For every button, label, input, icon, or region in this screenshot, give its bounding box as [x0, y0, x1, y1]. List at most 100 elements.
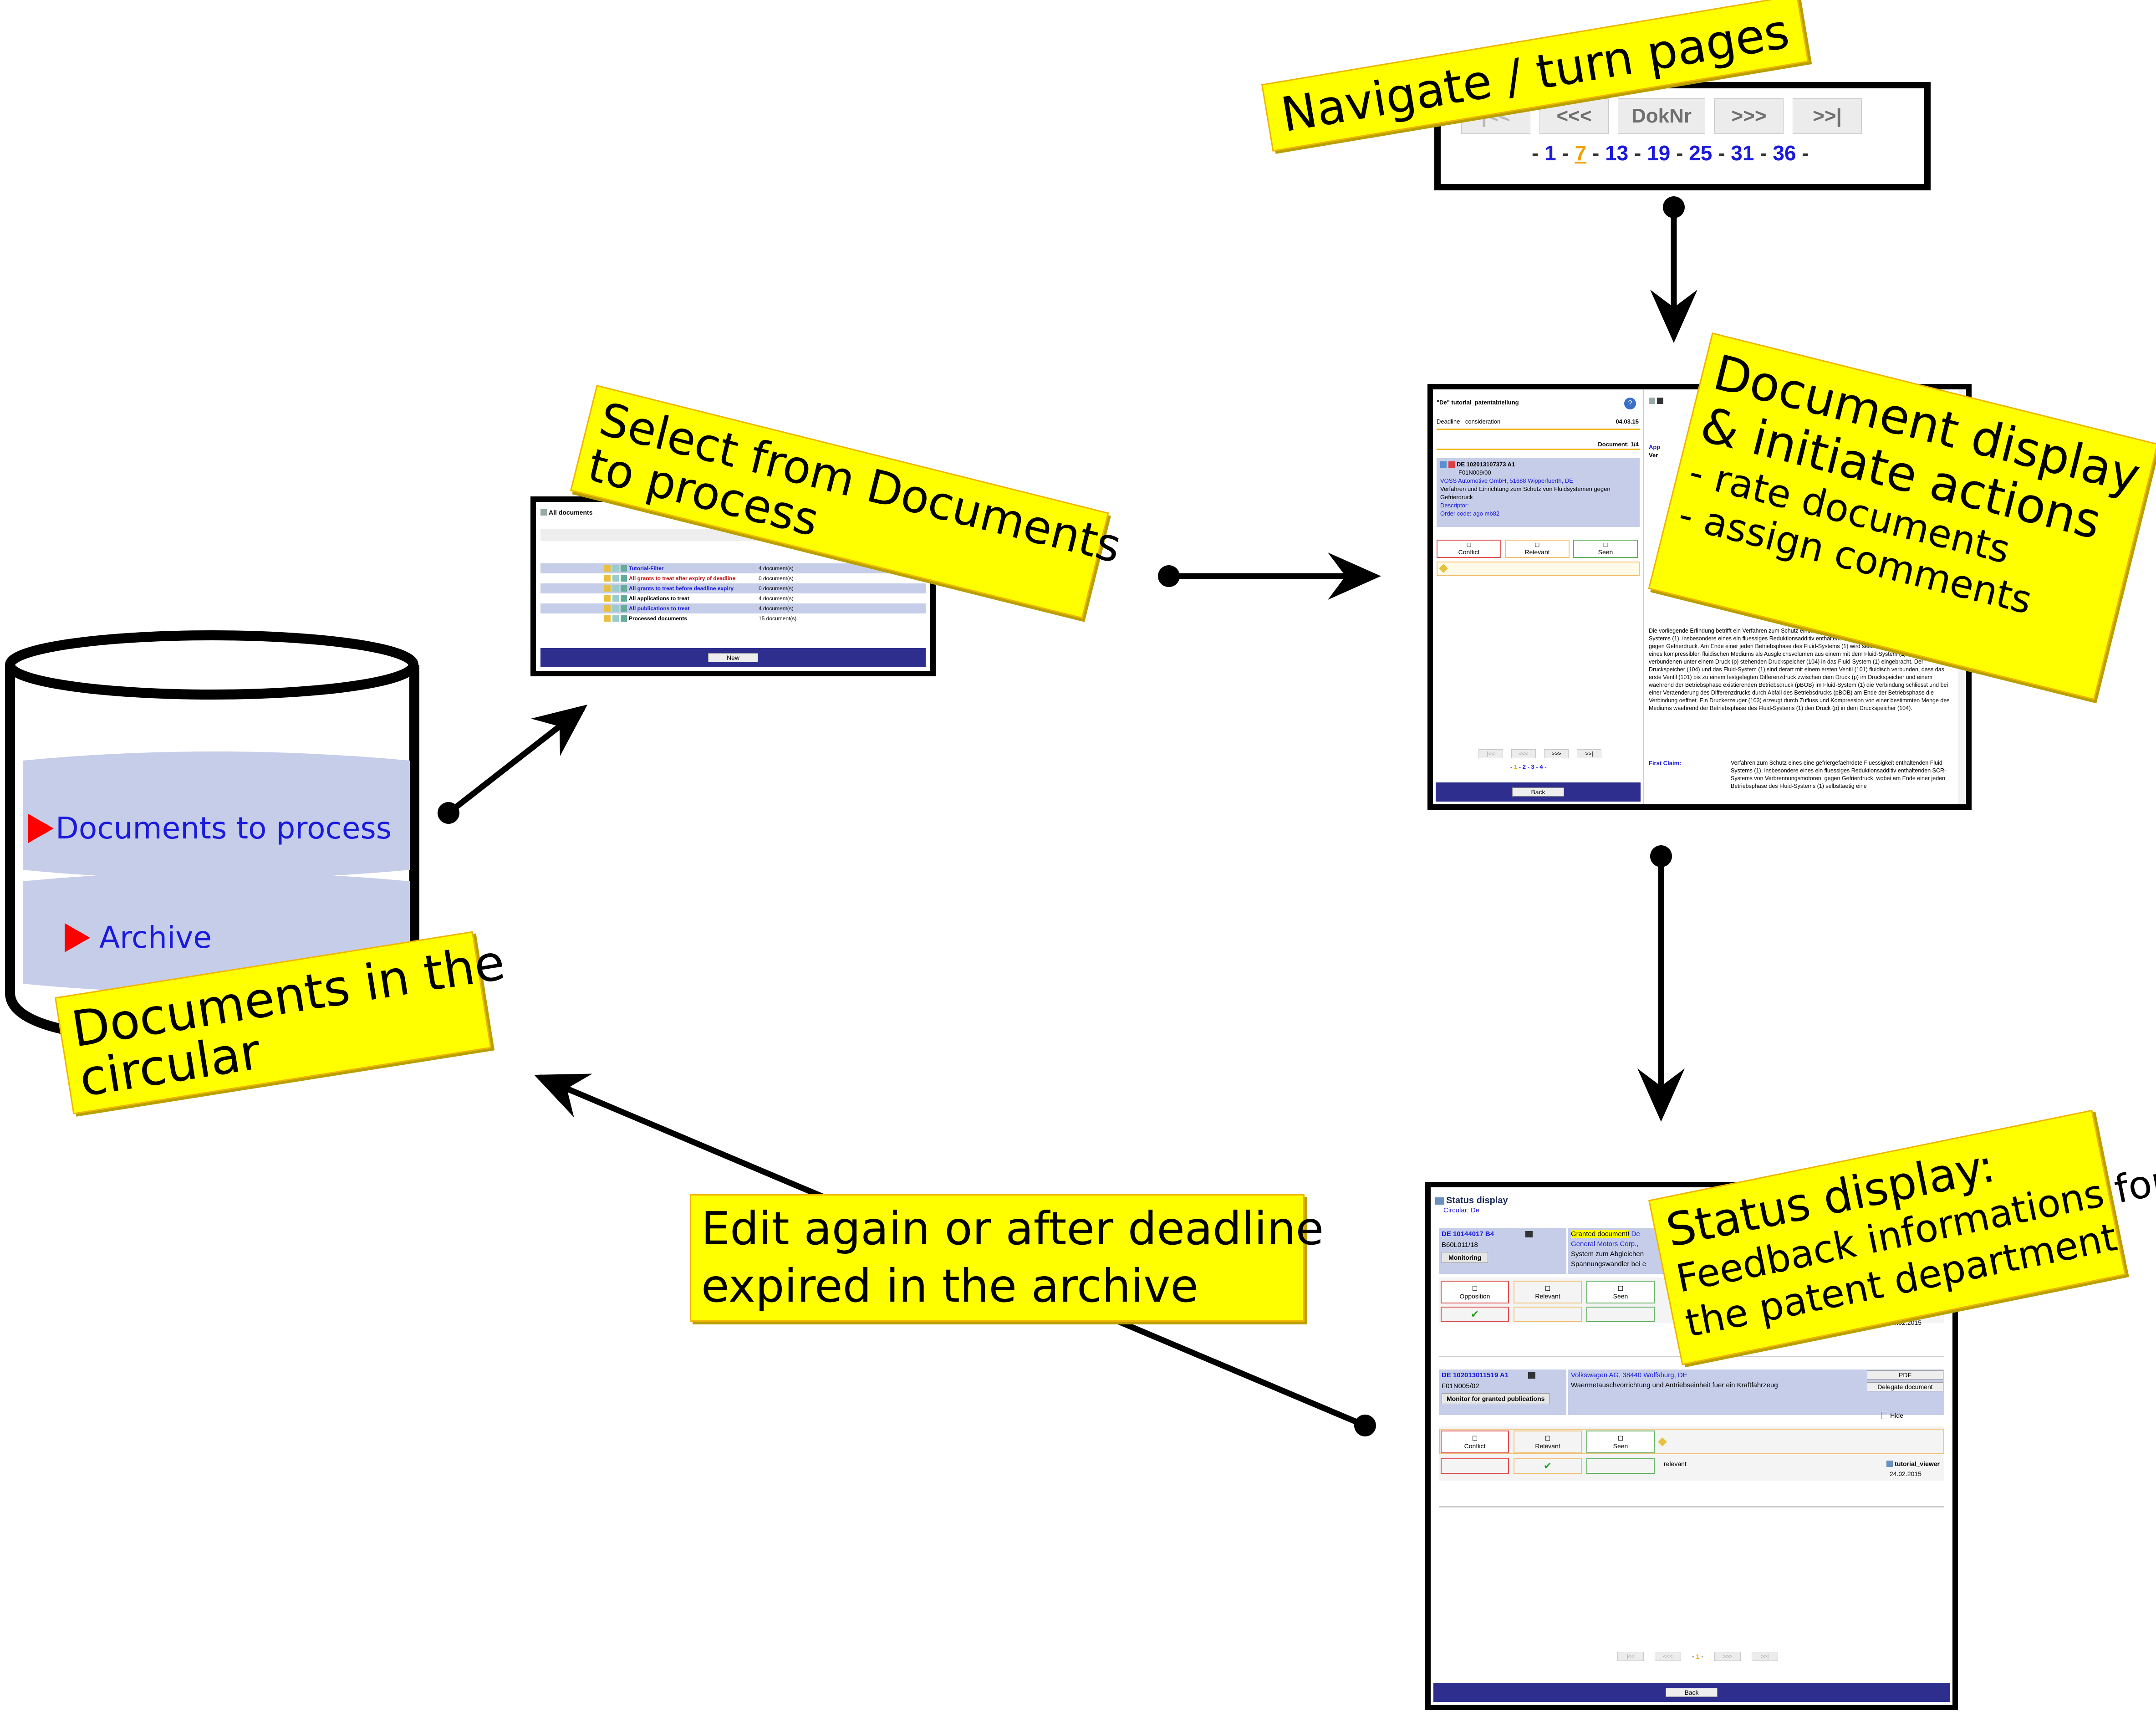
- seen-result: [1586, 1307, 1655, 1322]
- pencil-icon[interactable]: [1658, 1437, 1667, 1446]
- pencil-icon: [1649, 398, 1655, 404]
- help-icon[interactable]: ?: [1624, 398, 1636, 409]
- list-row-label: All grants to treat before deadline expi…: [629, 585, 734, 592]
- doc-nav-first-button[interactable]: |<<: [1478, 749, 1503, 758]
- page-link[interactable]: 4: [1539, 763, 1543, 770]
- doc-icon: [612, 575, 619, 582]
- doc-card: DE 102013107373 A1 F01N009/00 VOSS Autom…: [1437, 458, 1640, 527]
- table-icon: [621, 575, 627, 582]
- doc-order-code: Order code: ago mb82: [1440, 510, 1500, 517]
- delegate-document-button[interactable]: Delegate document: [1867, 1382, 1943, 1391]
- database-item-archive[interactable]: Archive: [65, 920, 212, 955]
- back-button[interactable]: Back: [1666, 1688, 1718, 1697]
- table-icon: [621, 615, 627, 622]
- seen-checkbox[interactable]: ☐Seen: [1586, 1281, 1655, 1303]
- page-link[interactable]: 2: [1522, 763, 1526, 770]
- list-table: Tutorial-Filter 4 document(s) All grants…: [540, 563, 926, 623]
- doc-descriptor: Descriptor:: [1440, 502, 1469, 509]
- entry-text: Waermetauschvorrichtung und Antriebseinh…: [1571, 1381, 1778, 1389]
- monitor-granted-button[interactable]: Monitor for granted publications: [1442, 1393, 1550, 1404]
- doc-icon: [612, 605, 619, 612]
- current-page-link[interactable]: 7: [1575, 141, 1587, 165]
- list-row[interactable]: Tutorial-Filter 4 document(s): [540, 563, 926, 573]
- pencil-icon: [540, 509, 547, 516]
- nav-doknr-button[interactable]: DokNr: [1618, 98, 1705, 134]
- opposition-checkbox[interactable]: ☐Opposition: [1441, 1281, 1509, 1303]
- pencil-icon: [1439, 564, 1448, 573]
- entry-applicant: Volkswagen AG, 38440 Wolfsburg, DE: [1571, 1371, 1687, 1379]
- monitoring-button[interactable]: Monitoring: [1442, 1252, 1488, 1263]
- back-button[interactable]: Back: [1512, 787, 1564, 797]
- entry-text: Spannungswandler bei e: [1571, 1260, 1646, 1268]
- list-row-count: 4 document(s): [759, 565, 794, 572]
- list-row-count: 15 document(s): [759, 615, 797, 622]
- nav-next-button[interactable]: >>>: [1714, 98, 1784, 134]
- current-page-link[interactable]: 1: [1696, 1653, 1700, 1660]
- page-link[interactable]: 13: [1605, 141, 1629, 165]
- page-link[interactable]: 25: [1689, 141, 1713, 165]
- pdf-icon[interactable]: [1448, 461, 1455, 468]
- doc-nav-prev-button[interactable]: <<<: [1511, 749, 1536, 758]
- seen-result: [1586, 1458, 1655, 1474]
- page-links: - 1 - 7 - 13 - 19 - 25 - 31 - 36 -: [1532, 141, 1809, 165]
- relevant-checkbox[interactable]: ☐Relevant: [1514, 1431, 1582, 1453]
- seen-checkbox[interactable]: ☐Seen: [1573, 540, 1638, 558]
- status-nav-prev-button[interactable]: <<<: [1655, 1652, 1681, 1661]
- pencil-icon: [604, 615, 611, 622]
- pencil-icon: [604, 605, 611, 612]
- nav-last-button[interactable]: >>|: [1793, 98, 1862, 134]
- status-title: Status display: [1446, 1196, 1508, 1206]
- conflict-result: [1441, 1458, 1509, 1474]
- list-row[interactable]: All applications to treat 4 document(s): [540, 593, 926, 603]
- seen-checkbox[interactable]: ☐Seen: [1586, 1431, 1655, 1453]
- table-icon: [621, 595, 627, 602]
- conflict-checkbox[interactable]: ☐Conflict: [1437, 540, 1501, 558]
- status-nav-next-button[interactable]: >>>: [1714, 1652, 1741, 1661]
- list-row-count: 4 document(s): [759, 605, 794, 612]
- new-button[interactable]: New: [708, 653, 758, 662]
- page-link[interactable]: 19: [1647, 141, 1671, 165]
- list-row-label: All applications to treat: [629, 595, 689, 602]
- list-row[interactable]: All grants to treat before deadline expi…: [540, 583, 926, 593]
- doc-number[interactable]: DE 102013107373 A1: [1457, 461, 1515, 468]
- database-item-label: Documents to process: [56, 811, 392, 846]
- pdf-button[interactable]: PDF: [1867, 1370, 1943, 1380]
- page-link[interactable]: 31: [1731, 141, 1754, 165]
- opposition-result: ✔: [1441, 1307, 1509, 1322]
- doc-icon: [612, 595, 619, 602]
- list-row[interactable]: All grants to treat after expiry of dead…: [540, 573, 926, 583]
- page-link[interactable]: 36: [1773, 141, 1796, 165]
- right-pane-label: App: [1649, 444, 1661, 450]
- doc-nav-last-button[interactable]: >>|: [1577, 749, 1601, 758]
- red-triangle-icon: [28, 813, 54, 843]
- relevant-result: [1514, 1307, 1582, 1322]
- list-row-label: Tutorial-Filter: [629, 565, 664, 572]
- page-link[interactable]: 3: [1531, 763, 1534, 770]
- list-row[interactable]: All publications to treat 4 document(s): [540, 603, 926, 613]
- list-row[interactable]: Processed documents 15 document(s): [540, 613, 926, 623]
- conflict-checkbox[interactable]: ☐Conflict: [1441, 1431, 1509, 1453]
- status-nav-last-button[interactable]: >>|: [1751, 1652, 1778, 1661]
- database-item-documents-to-process[interactable]: Documents to process: [28, 811, 392, 846]
- relevant-checkbox[interactable]: ☐Relevant: [1505, 540, 1570, 558]
- entry-number[interactable]: DE 10144017 B4: [1442, 1230, 1494, 1238]
- nav-prev-button[interactable]: <<<: [1539, 98, 1609, 134]
- entry-number[interactable]: DE 102013011519 A1: [1442, 1371, 1509, 1379]
- page-link[interactable]: 1: [1544, 141, 1556, 165]
- status-nav-first-button[interactable]: |<<: [1617, 1652, 1644, 1661]
- relevant-checkbox[interactable]: ☐Relevant: [1514, 1281, 1582, 1303]
- doc-applicant: VOSS Automotive GmbH, 51688 Wipperfuerth…: [1440, 477, 1573, 484]
- current-page-link[interactable]: 1: [1514, 763, 1518, 770]
- table-icon: [621, 585, 627, 592]
- database-item-label: Archive: [99, 920, 212, 955]
- hide-checkbox[interactable]: [1881, 1412, 1889, 1419]
- doc-nav-next-button[interactable]: >>>: [1544, 749, 1569, 758]
- edit-again-note: Edit again or after deadline expired in …: [690, 1194, 1324, 1322]
- doc-class: F01N009/00: [1458, 469, 1491, 476]
- pencil-icon: [604, 595, 611, 602]
- granted-badge: Granted document! De: [1571, 1230, 1640, 1238]
- entry-class: F01N005/02: [1442, 1382, 1479, 1390]
- entry-text: System zum Abgleichen: [1571, 1250, 1644, 1258]
- comment-field[interactable]: [1437, 562, 1640, 576]
- list-row-label: All publications to treat: [629, 605, 690, 612]
